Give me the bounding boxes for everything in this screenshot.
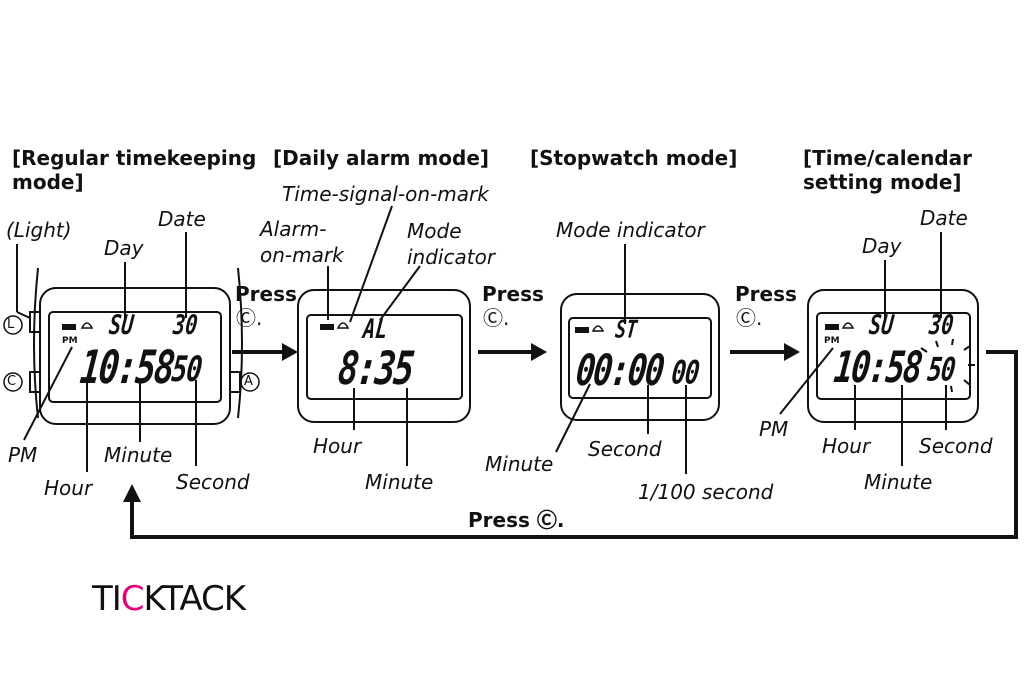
label-alarm-on-mark: Alarm- on-mark bbox=[260, 217, 344, 267]
label-mode-indicator-3: Mode indicator bbox=[556, 218, 705, 242]
label-time-signal-on-mark: Time-signal-on-mark bbox=[282, 182, 489, 206]
logo-accent-letter: C bbox=[120, 579, 145, 619]
label-minute-2: Minute bbox=[365, 470, 434, 494]
label-second-1: Second bbox=[176, 470, 250, 494]
press-label-return: Press Ⓒ. bbox=[468, 508, 565, 532]
press-label-2: Press bbox=[482, 282, 544, 306]
press-button-symbol-1: Ⓒ. bbox=[236, 306, 263, 330]
label-pm-4: PM bbox=[759, 417, 789, 441]
press-label-3: Press bbox=[735, 282, 797, 306]
logo-part-2: KTACK bbox=[143, 579, 246, 619]
label-mode-indicator-2: Mode indicator bbox=[407, 219, 496, 269]
label-hour-2: Hour bbox=[313, 434, 362, 458]
watch4-time: 10:58 bbox=[831, 341, 924, 394]
heading-stopwatch: [Stopwatch mode] bbox=[530, 146, 738, 170]
label-minute-4: Minute bbox=[864, 470, 933, 494]
heading-time-calendar-setting: [Time/calendar setting mode] bbox=[803, 146, 973, 194]
watch4-seconds: 50 bbox=[925, 350, 957, 389]
label-light: (Light) bbox=[6, 218, 72, 242]
watch3-hundredths: 00 bbox=[669, 353, 701, 392]
label-hundredth-second: 1/100 second bbox=[638, 480, 774, 504]
watch1-day: SU bbox=[107, 308, 136, 341]
label-date-4: Date bbox=[920, 206, 968, 230]
label-second-4: Second bbox=[919, 434, 993, 458]
watch3-time: 00:00 bbox=[573, 344, 666, 397]
watch4-date: 30 bbox=[927, 308, 956, 341]
watch1-time: 10:58 bbox=[77, 341, 176, 396]
label-date-1: Date bbox=[158, 207, 206, 231]
label-day-1: Day bbox=[104, 236, 144, 260]
press-button-symbol-2: Ⓒ. bbox=[483, 306, 510, 330]
label-second-3: Second bbox=[588, 437, 662, 461]
heading-daily-alarm: [Daily alarm mode] bbox=[273, 146, 490, 170]
label-pm-1: PM bbox=[8, 443, 38, 467]
watch1-date: 30 bbox=[171, 308, 200, 341]
mode-button-c: C bbox=[7, 374, 17, 389]
ticktack-logo: TICKTACK bbox=[92, 579, 246, 619]
label-minute-1: Minute bbox=[104, 443, 173, 467]
label-minute-3: Minute bbox=[485, 452, 554, 476]
press-label-1: Press bbox=[235, 282, 297, 306]
watch2-mode-text: AL bbox=[361, 312, 390, 345]
press-button-symbol-3: Ⓒ. bbox=[736, 306, 763, 330]
label-hour-1: Hour bbox=[44, 476, 93, 500]
heading-regular-timekeeping: [Regular timekeeping mode] bbox=[12, 146, 257, 194]
watch4-day: SU bbox=[867, 308, 896, 341]
watch1-seconds: 50 bbox=[169, 350, 204, 391]
watch4-pm-indicator: PM bbox=[824, 336, 840, 346]
label-hour-4: Hour bbox=[822, 434, 871, 458]
adjust-button-a: A bbox=[244, 374, 253, 389]
watch1-pm-indicator: PM bbox=[62, 336, 78, 346]
logo-part-1: TI bbox=[92, 579, 122, 619]
watch3-mode-text: ST bbox=[613, 316, 639, 345]
light-button-l: L bbox=[7, 317, 15, 332]
label-day-4: Day bbox=[862, 234, 902, 258]
watch2-time: 8:35 bbox=[335, 342, 416, 397]
